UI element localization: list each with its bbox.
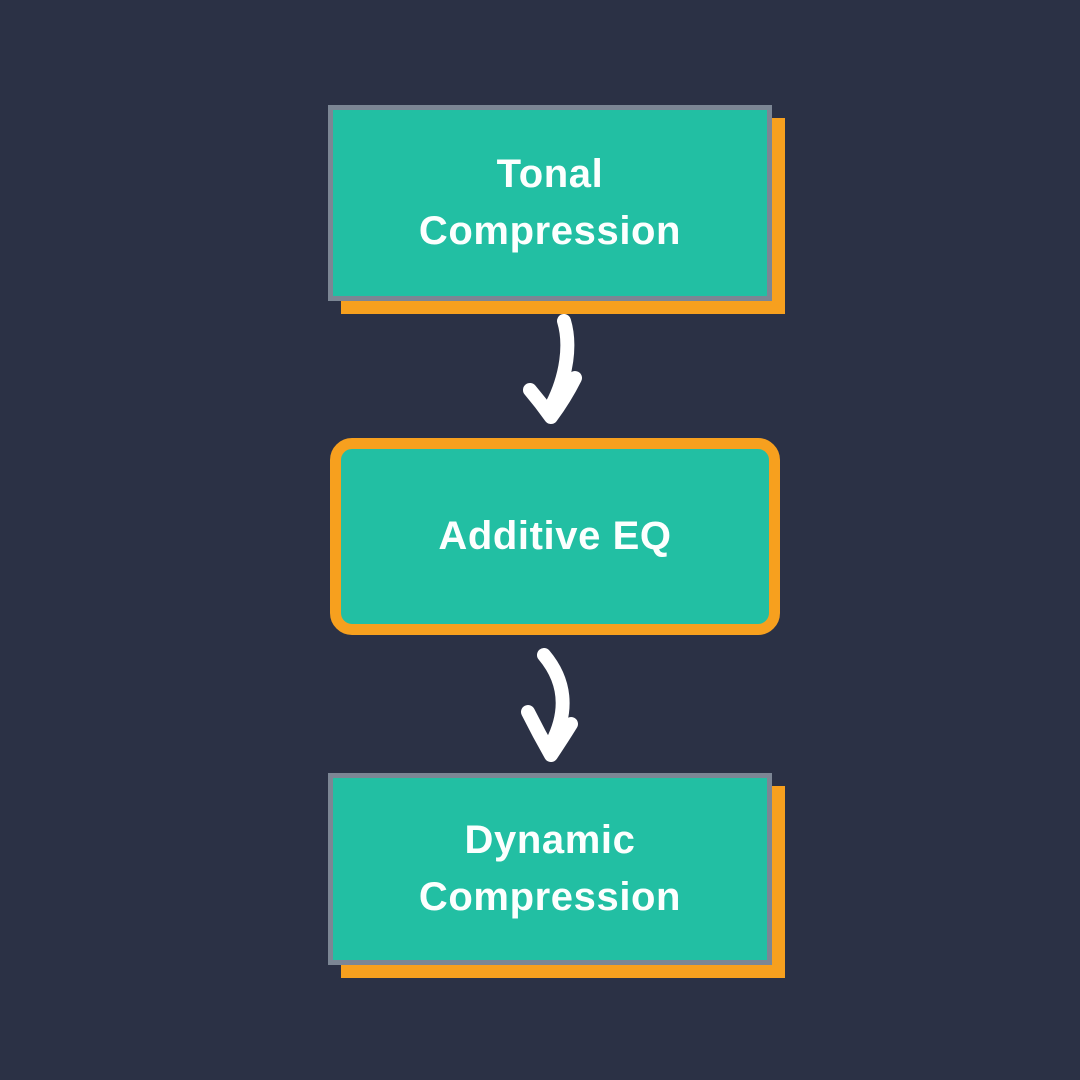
flow-node-tonal-compression: Tonal Compression — [328, 105, 772, 301]
flow-node-dynamic-compression: Dynamic Compression — [328, 773, 772, 965]
flow-node-additive-eq: Additive EQ — [330, 438, 780, 635]
down-arrow-icon — [518, 314, 590, 431]
flow-node-label: Tonal Compression — [418, 151, 682, 253]
flow-node-label: Additive EQ — [438, 513, 672, 558]
flow-node-label: Dynamic Compression — [418, 817, 682, 919]
down-arrow-icon — [514, 648, 586, 767]
